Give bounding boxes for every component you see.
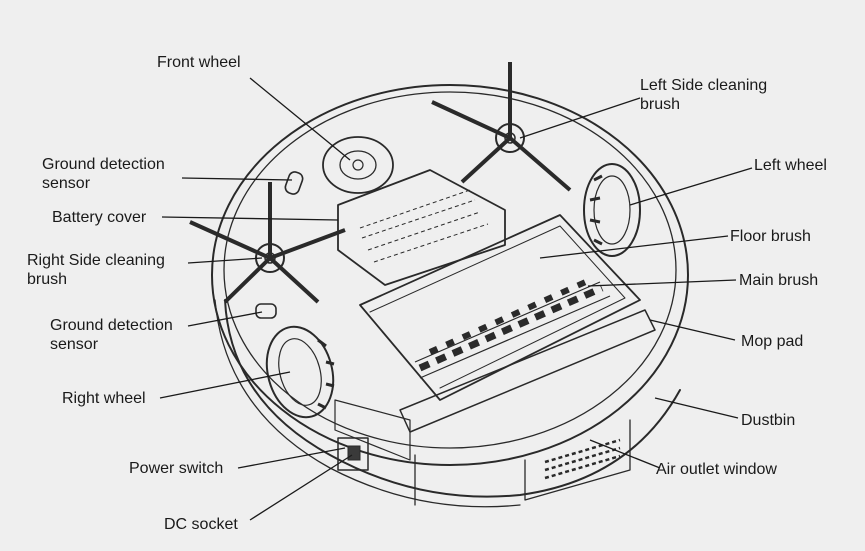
left-side-brush xyxy=(431,62,572,192)
right-side-brush xyxy=(189,182,346,304)
front-wheel xyxy=(322,136,394,194)
right-wheel xyxy=(265,325,335,419)
label-ground-sensor-bottom-line2: sensor xyxy=(50,336,99,353)
label-right-side-brush-line1: Right Side cleaning xyxy=(27,252,165,269)
label-right-wheel: Right wheel xyxy=(62,390,146,407)
label-air-outlet-window: Air outlet window xyxy=(656,461,777,478)
leader-air-outlet xyxy=(589,439,661,469)
label-ground-sensor-bottom: Ground detection sensor xyxy=(50,316,173,354)
leader-left-side-brush xyxy=(519,97,641,139)
leader-floor-brush xyxy=(539,235,729,259)
label-left-side-brush: Left Side cleaning brush xyxy=(640,76,767,114)
ground-sensor-top xyxy=(284,171,304,195)
leader-ground-sensor-bottom xyxy=(187,311,263,327)
leader-dc-socket xyxy=(249,454,353,521)
label-left-side-brush-line1: Left Side cleaning xyxy=(640,77,768,94)
label-battery-cover: Battery cover xyxy=(52,209,147,226)
leader-right-side-brush xyxy=(187,257,263,264)
label-ground-sensor-top: Ground detection sensor xyxy=(42,155,165,193)
label-dc-socket: DC socket xyxy=(164,516,238,533)
label-right-side-brush: Right Side cleaning brush xyxy=(27,251,165,289)
label-ground-sensor-top-line1: Ground detection xyxy=(42,156,165,173)
label-floor-brush: Floor brush xyxy=(730,228,811,245)
label-power-switch: Power switch xyxy=(129,460,224,477)
label-front-wheel: Front wheel xyxy=(157,54,241,71)
left-wheel xyxy=(583,163,641,257)
label-ground-sensor-bottom-line1: Ground detection xyxy=(50,317,173,334)
label-main-brush: Main brush xyxy=(739,272,819,289)
leader-right-wheel xyxy=(159,371,291,399)
label-left-side-brush-line2: brush xyxy=(640,96,681,113)
mop-pad xyxy=(399,309,656,433)
leader-power-switch xyxy=(237,447,346,469)
label-right-side-brush-line2: brush xyxy=(27,271,68,288)
air-outlet-window xyxy=(544,438,621,480)
ground-sensor-bottom xyxy=(255,303,277,319)
leader-left-wheel xyxy=(629,167,753,206)
floor-brush xyxy=(359,214,641,401)
label-mop-pad: Mop pad xyxy=(741,333,804,350)
power-switch xyxy=(337,437,369,471)
robot-vacuum-body xyxy=(211,84,689,508)
label-ground-sensor-top-line2: sensor xyxy=(42,175,91,192)
main-brush xyxy=(414,277,611,379)
leader-dustbin xyxy=(654,397,739,419)
leader-mop-pad xyxy=(649,319,736,341)
label-dustbin: Dustbin xyxy=(741,412,796,429)
label-left-wheel: Left wheel xyxy=(754,157,827,174)
leader-front-wheel xyxy=(249,77,351,161)
leader-lines xyxy=(159,77,753,521)
leader-battery-cover xyxy=(161,216,339,221)
battery-cover xyxy=(337,169,506,286)
leader-main-brush xyxy=(587,279,737,287)
leader-ground-sensor-top xyxy=(181,177,293,181)
dc-socket xyxy=(347,445,361,461)
